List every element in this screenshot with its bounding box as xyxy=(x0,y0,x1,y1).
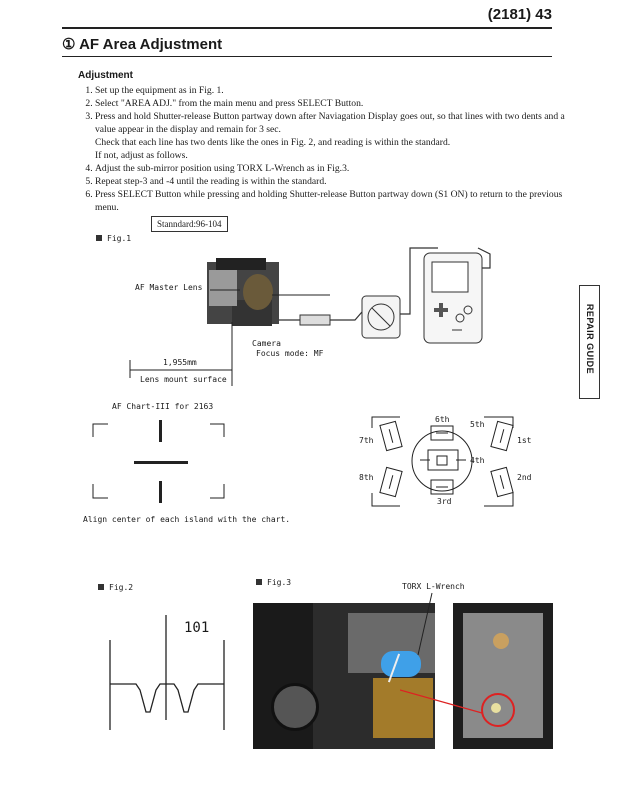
step-4: Adjust the sub-mirror position using TOR… xyxy=(95,162,565,175)
camera-drawing xyxy=(207,258,279,326)
wrench-label: TORX L-Wrench xyxy=(402,582,465,591)
mount-surface-label: Lens mount surface xyxy=(140,375,227,384)
fig2-reading: 101 xyxy=(184,620,210,636)
fig2-label-text: Fig.2 xyxy=(109,583,134,592)
step-3-text: Press and hold Shutter-release Button pa… xyxy=(95,111,565,135)
island-4th: 4th xyxy=(470,456,485,465)
standard-box: Stanndard:96-104 xyxy=(151,216,228,232)
interface-box xyxy=(361,295,401,339)
align-note: Align center of each island with the cha… xyxy=(83,515,291,524)
section-number: ① xyxy=(62,36,76,53)
af-chart-title: AF Chart-III for 2163 xyxy=(112,402,214,411)
af-chart xyxy=(92,420,225,503)
focus-mode-label: Focus mode: MF xyxy=(256,349,324,358)
island-diagram xyxy=(371,416,514,507)
fig3-label-text: Fig.3 xyxy=(267,578,292,587)
island-2nd: 2nd xyxy=(517,473,532,482)
page-number: (2181) 43 xyxy=(487,6,552,23)
island-6th: 6th xyxy=(435,415,450,424)
fig1-label: Fig.1 xyxy=(96,234,131,243)
island-7th: 7th xyxy=(359,436,374,445)
fig3-photo-right xyxy=(453,603,553,749)
side-tab: REPAIR GUIDE xyxy=(579,285,600,399)
title-rule xyxy=(62,56,552,57)
adjustment-steps: Set up the equipment as in Fig. 1. Selec… xyxy=(83,84,565,214)
master-lens-label: AF Master Lens xyxy=(135,283,203,292)
step-3-note-1: Check that each line has two dents like … xyxy=(95,137,451,148)
fig2-label: Fig.2 xyxy=(98,583,133,592)
section-title: ① AF Area Adjustment xyxy=(62,35,222,53)
island-3rd: 3rd xyxy=(437,497,452,506)
step-2: Select "AREA ADJ." from the main menu an… xyxy=(95,97,565,110)
step-1: Set up the equipment as in Fig. 1. xyxy=(95,84,565,97)
camera-label: Camera xyxy=(252,339,281,348)
fig2-waveform xyxy=(109,615,225,730)
step-3: Press and hold Shutter-release Button pa… xyxy=(95,110,565,162)
adjustment-heading: Adjustment xyxy=(78,70,133,81)
island-1st: 1st xyxy=(517,436,532,445)
header-rule xyxy=(62,27,552,29)
section-title-text: AF Area Adjustment xyxy=(79,36,223,53)
wrench-pointer xyxy=(400,592,483,714)
step-6: Press SELECT Button while pressing and h… xyxy=(95,188,565,214)
island-8th: 8th xyxy=(359,473,374,482)
step-3-note-2: If not, adjust as follows. xyxy=(95,150,188,161)
handheld-tester xyxy=(423,252,483,344)
island-5th: 5th xyxy=(470,420,485,429)
distance-label: 1,955mm xyxy=(163,358,197,367)
fig3-label: Fig.3 xyxy=(256,578,291,587)
step-5: Repeat step-3 and -4 until the reading i… xyxy=(95,175,565,188)
fig1-label-text: Fig.1 xyxy=(107,234,132,243)
